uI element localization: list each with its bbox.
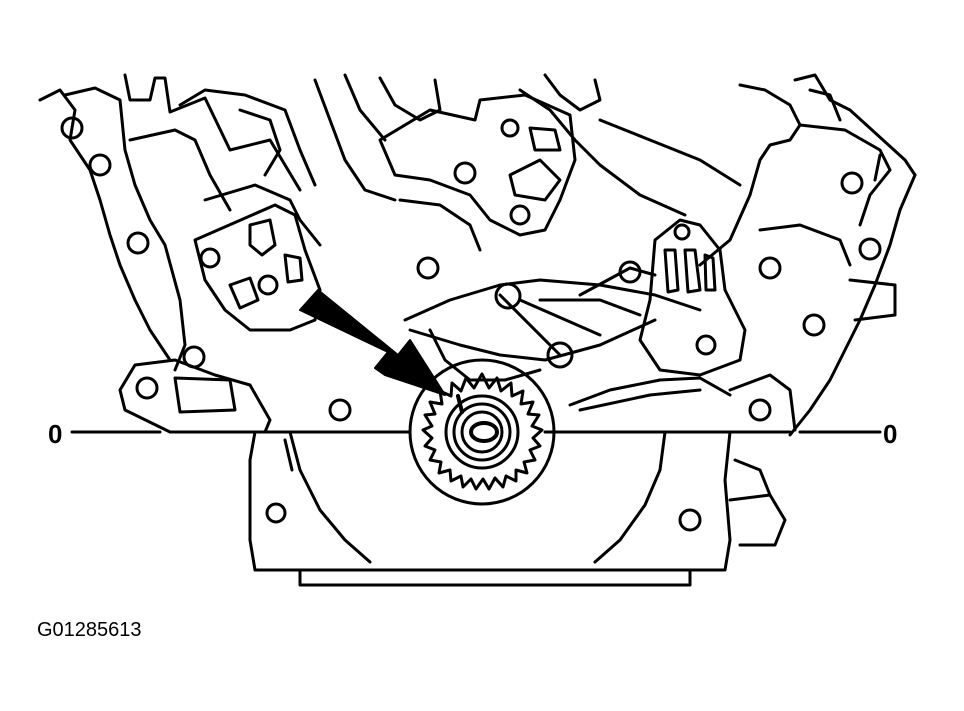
crankshaft-sprocket [408, 358, 556, 506]
left-mounting-bosses [60, 116, 440, 434]
right-cylinder-bank [518, 73, 917, 437]
timing-mark-left-label: 0 [48, 419, 63, 449]
center-bracket [378, 93, 577, 237]
figure-id-label: G01285613 [37, 619, 142, 641]
timing-mark-right-label: 0 [883, 419, 898, 449]
callout-arrow [299, 289, 446, 396]
left-cylinder-bank [38, 73, 482, 372]
tensioner-arm [403, 260, 732, 412]
right-ribbed-bracket [638, 218, 747, 377]
lower-crankcase [248, 430, 787, 587]
left-bracket [193, 203, 322, 332]
